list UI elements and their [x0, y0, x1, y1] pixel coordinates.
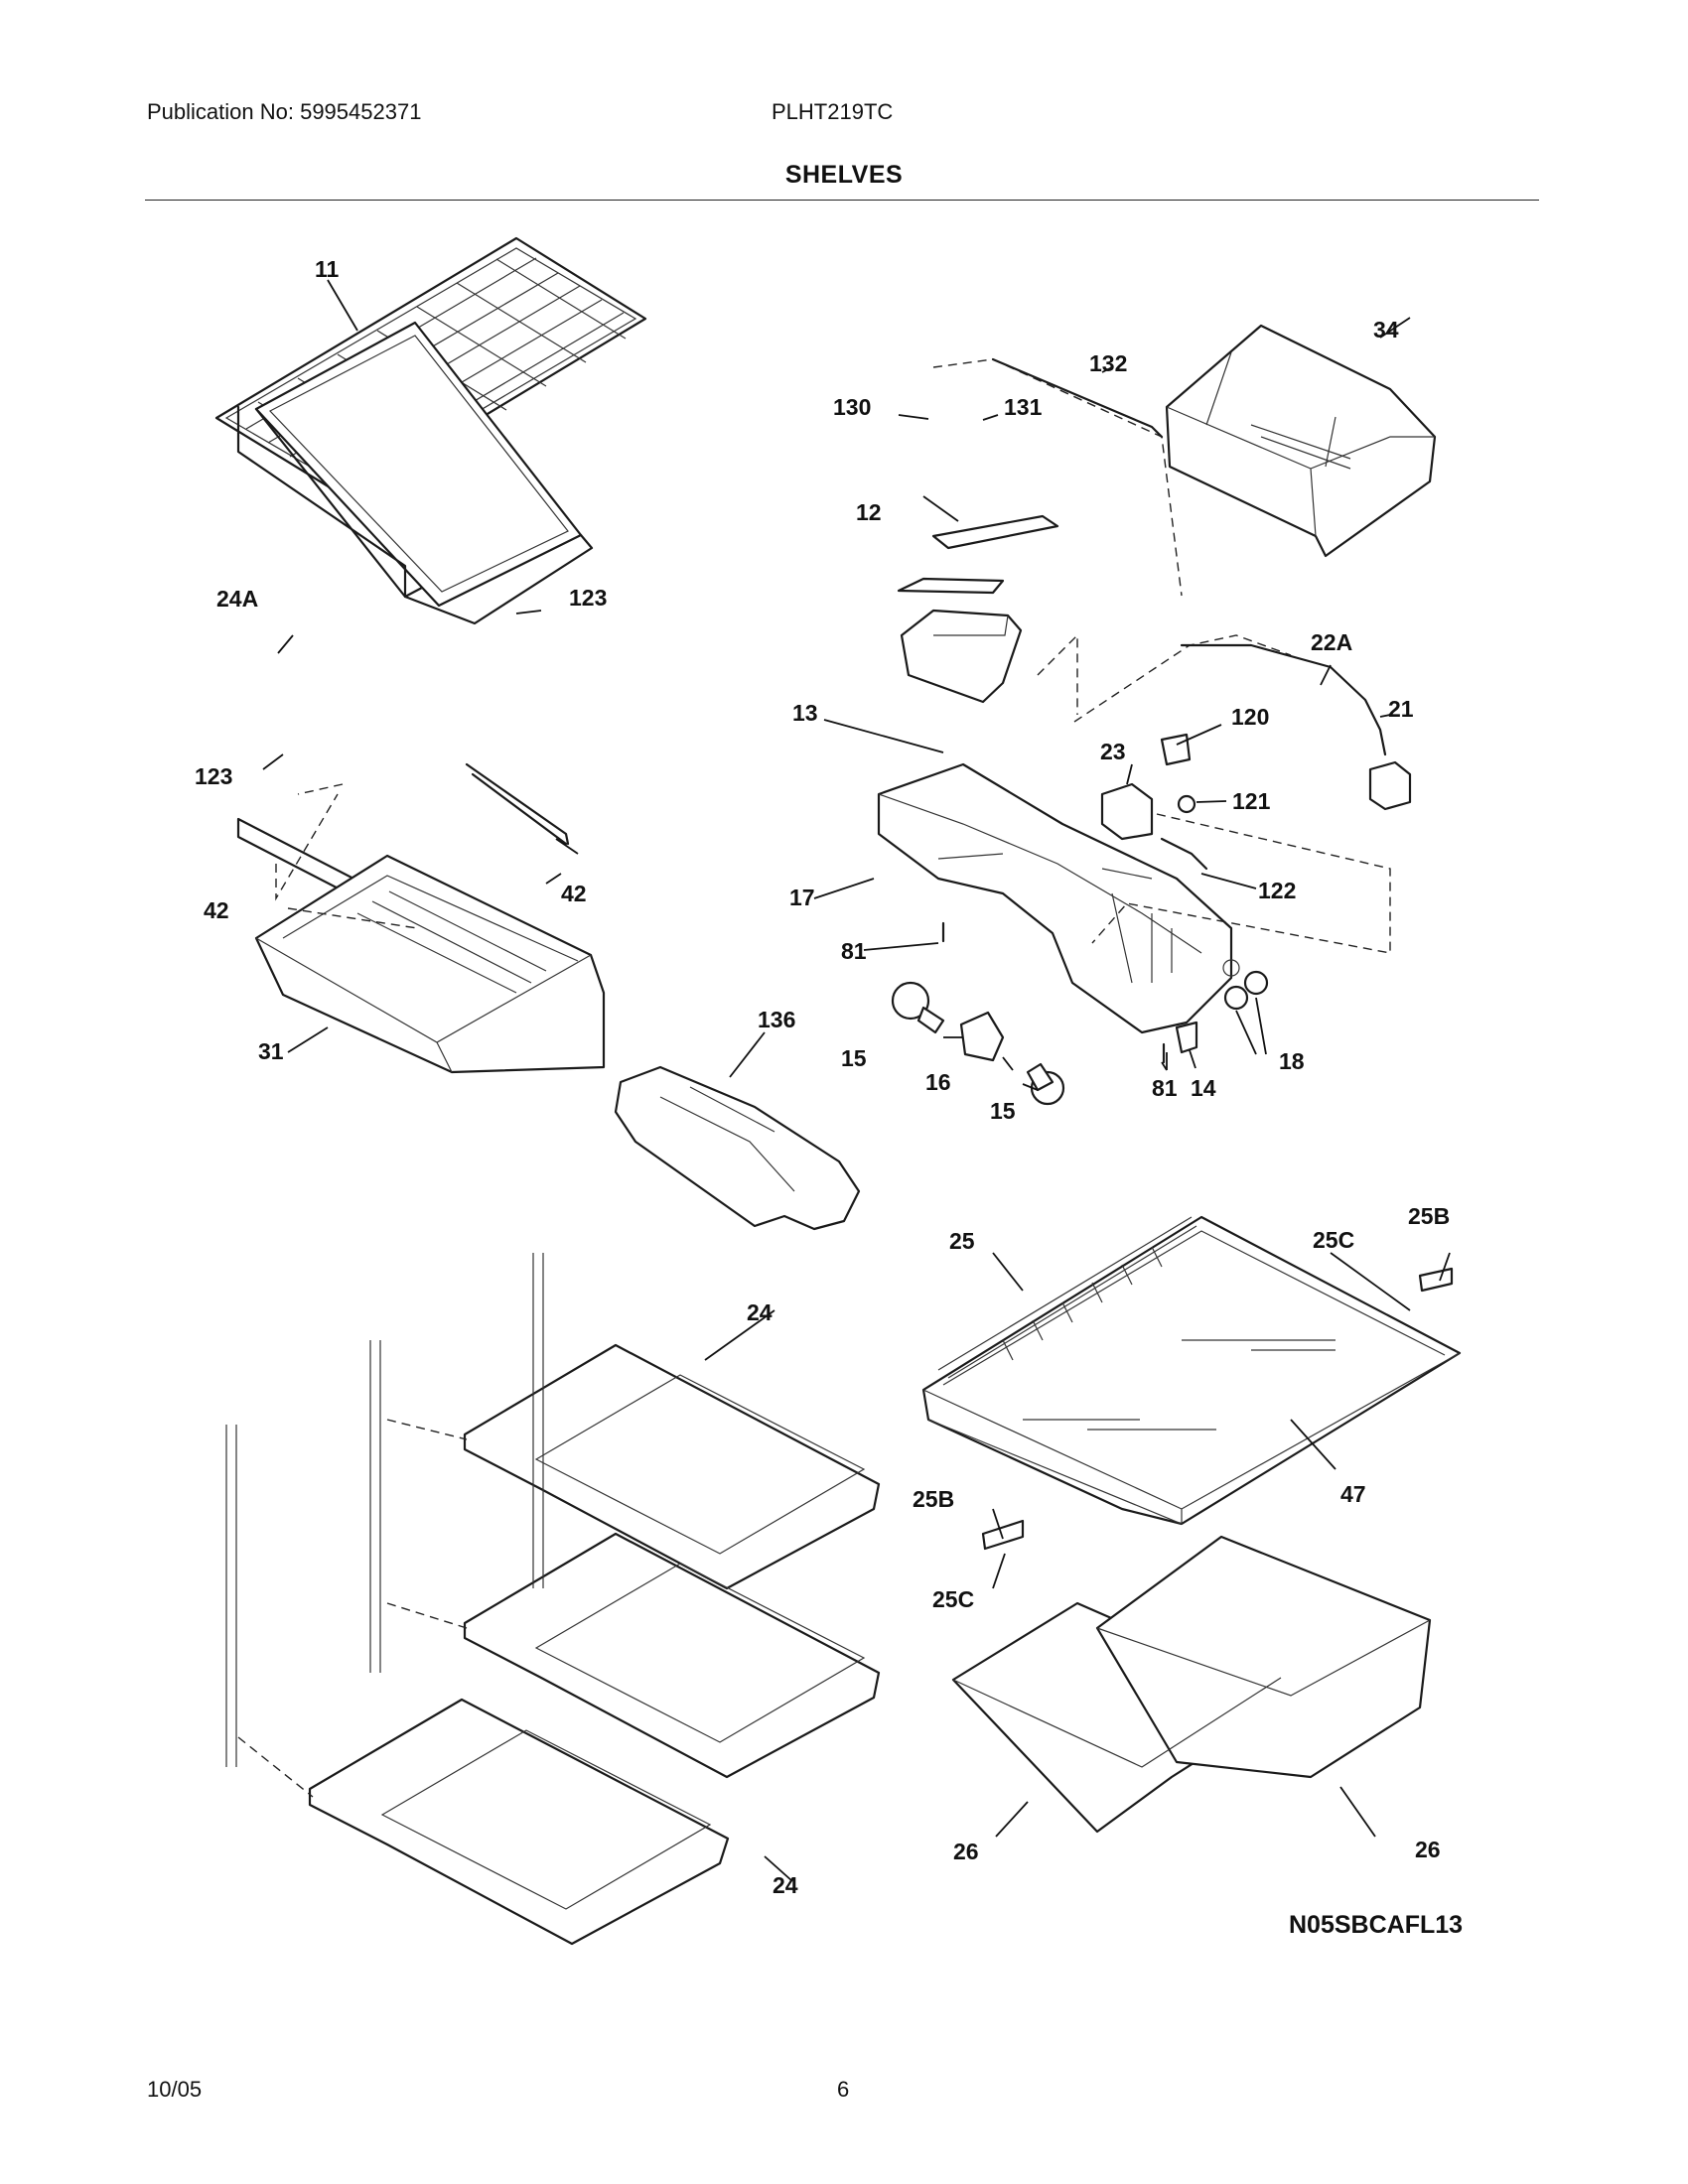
section-title: SHELVES — [784, 161, 904, 189]
callout-label: 25B — [913, 1486, 954, 1512]
publication-date: 10/05 — [147, 2077, 203, 2102]
crisper-drawer-part — [254, 854, 606, 1074]
callout-label: 121 — [1232, 788, 1271, 814]
callout-label: 122 — [1258, 878, 1296, 903]
page-number: 6 — [837, 2077, 850, 2102]
callout-label: 47 — [1340, 1481, 1366, 1507]
callout-label: 136 — [758, 1007, 795, 1032]
small-bin-part — [1165, 324, 1437, 558]
publication-number: Publication No: 5995452371 — [147, 99, 422, 124]
callout-label: 22A — [1311, 629, 1352, 655]
model-number: PLHT219TC — [772, 99, 894, 124]
callout-label: 123 — [195, 763, 232, 789]
callout-label: 17 — [789, 885, 815, 910]
shelves-24-part — [308, 1343, 881, 1946]
callout-label: 81 — [1152, 1075, 1178, 1101]
callout-label: 25C — [932, 1586, 974, 1612]
callout-label: 130 — [833, 394, 871, 420]
callout-label: 131 — [1004, 394, 1043, 420]
light-housing-assembly-part — [877, 514, 1240, 1034]
callout-label: 16 — [925, 1069, 951, 1095]
callout-label: 25 — [949, 1228, 975, 1254]
callout-label: 13 — [792, 700, 818, 726]
callout-label: 34 — [1373, 317, 1399, 342]
callout-label: 31 — [258, 1038, 284, 1064]
switch-components-part — [1100, 733, 1208, 871]
callout-label: 81 — [841, 938, 867, 964]
callout-label: 25C — [1313, 1227, 1354, 1253]
callout-label: 123 — [569, 585, 607, 611]
connector-21-part — [1368, 760, 1412, 811]
callout-label: 14 — [1191, 1075, 1216, 1101]
light-shield-part — [614, 1065, 861, 1231]
crisper-drawers-26-part — [951, 1535, 1432, 1834]
callout-label: 26 — [953, 1839, 979, 1864]
callout-label: 24 — [747, 1299, 773, 1325]
callout-label: 23 — [1100, 739, 1126, 764]
callout-label: 25B — [1408, 1203, 1450, 1229]
callout-label: 26 — [1415, 1837, 1441, 1862]
callout-label: 42 — [204, 897, 229, 923]
callout-label: 132 — [1089, 350, 1127, 376]
callout-label: 15 — [841, 1045, 867, 1071]
callout-label: 21 — [1388, 696, 1414, 722]
shelf-ladders-part — [225, 1253, 544, 1767]
callout-label: 12 — [856, 499, 882, 525]
callout-label: 11 — [315, 256, 340, 282]
callout-label: 120 — [1231, 704, 1269, 730]
callout-label: 18 — [1279, 1048, 1305, 1074]
callout-label: 42 — [561, 881, 587, 906]
callout-label: 15 — [990, 1098, 1016, 1124]
callout-labels: 11 34 132 130 131 12 24A 123 22A 13 120 … — [195, 256, 1450, 1898]
shelf-24a-part — [236, 321, 594, 846]
callout-label: 24 — [773, 1872, 798, 1898]
diagram-code: N05SBCAFL13 — [1289, 1911, 1463, 1939]
callout-label: 24A — [216, 586, 258, 612]
header-rule — [145, 200, 1539, 201]
glass-shelf-25-part — [921, 1215, 1462, 1551]
bulb-and-socket-part — [891, 921, 1269, 1106]
